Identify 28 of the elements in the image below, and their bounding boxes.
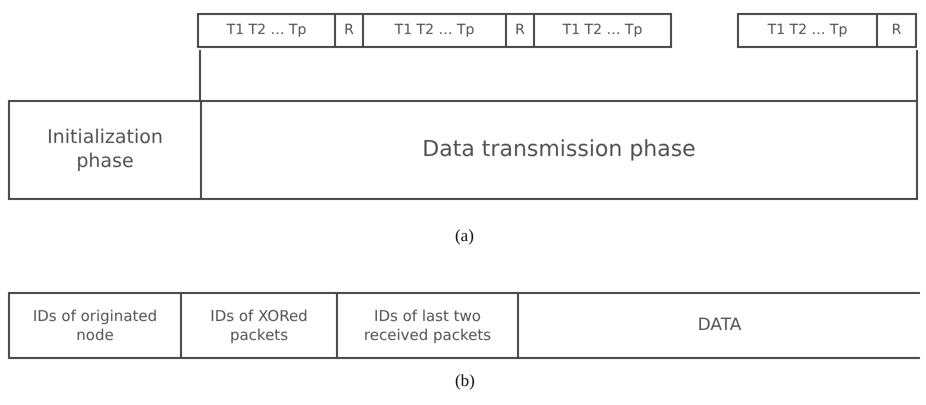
slot-field — [876, 13, 917, 48]
packet-field — [336, 292, 519, 359]
field-label: DATA — [698, 314, 742, 336]
field-label: IDs of XORed packets — [209, 306, 309, 344]
packet-field — [517, 292, 920, 359]
slot-field — [334, 13, 364, 48]
field-label: IDs of last two received packets — [362, 306, 492, 344]
field-label: Initialization phase — [46, 126, 164, 174]
field-label: T1 T2 … Tp — [394, 22, 474, 40]
field-label: T1 T2 … Tp — [768, 22, 848, 40]
slot-field — [505, 13, 535, 48]
slot-field — [737, 13, 878, 48]
slot-field — [362, 13, 507, 48]
field-label: R — [515, 22, 525, 40]
slot-field — [533, 13, 672, 48]
phase-box — [8, 100, 202, 200]
phase-box — [200, 100, 918, 200]
packet-field — [8, 292, 182, 359]
field-label: Data transmission phase — [422, 136, 696, 164]
field-label: R — [344, 22, 354, 40]
packet-field — [180, 292, 338, 359]
field-label: T1 T2 … Tp — [562, 22, 642, 40]
panel-caption: (a) — [455, 226, 474, 246]
field-label: R — [892, 22, 902, 40]
field-label: T1 T2 … Tp — [226, 22, 306, 40]
panel-caption: (b) — [455, 371, 475, 391]
field-label: IDs of originated node — [32, 306, 158, 344]
slot-field — [197, 13, 336, 48]
